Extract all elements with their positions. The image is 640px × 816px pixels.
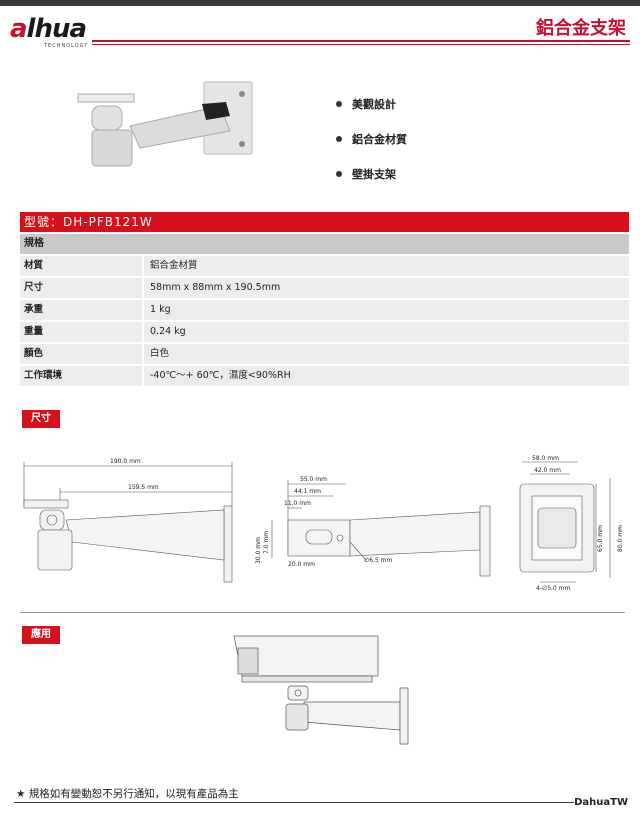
application-tag: 應用 [22, 626, 60, 644]
bullet-icon [336, 170, 342, 177]
dim-label: 44.1 mm [294, 488, 321, 495]
dim-label: 55.0 mm [300, 476, 327, 483]
spec-key: 工作環境 [20, 366, 144, 386]
top-bar [0, 0, 640, 6]
header-rule [92, 40, 630, 42]
dim-label: 159.5 mm [128, 484, 159, 491]
section-divider [20, 612, 625, 613]
dim-label: 4-∅5.0 mm [536, 585, 571, 592]
spec-value: 0.24 kg [150, 326, 186, 337]
dim-label: 65.0 mm [597, 525, 604, 552]
dim-label: 11.0 mm [284, 500, 311, 507]
spec-row: 材質鋁合金材質 [20, 256, 629, 276]
dim-label: ∅6.5 mm [364, 557, 393, 564]
dim-label: 42.0 mm [534, 467, 561, 474]
page-title: 鋁合金支架 [536, 18, 626, 39]
spec-row: 尺寸 58mm x 88mm x 190.5mm [20, 278, 629, 298]
model-bar: 型號：DH-PFB121W [20, 212, 629, 232]
footer-rule [14, 802, 574, 803]
dimension-drawings: 190.0 mm 159.5 mm 55.0 mm 44.1 mm 11.0 m… [23, 455, 624, 592]
logo-tagline: TECHNOLOGY [44, 43, 89, 49]
spec-key: 重量 [20, 322, 144, 342]
spec-table: 材質鋁合金材質 尺寸 58mm x 88mm x 190.5mm 承重 1 kg 重… [20, 256, 629, 388]
spec-row: 重量 0.24 kg [20, 322, 629, 342]
logo-wordmark: alhua [10, 14, 87, 44]
footer-brand: DahuaTW [574, 797, 628, 808]
spec-heading: 規格 [20, 234, 629, 254]
bullet-icon [336, 100, 342, 107]
bullet-icon [336, 135, 342, 142]
product-photo [77, 81, 253, 167]
spec-key: 尺寸 [20, 278, 144, 298]
dim-label: 80.0 mm [617, 525, 624, 552]
dim-label: 30.0 mm [255, 537, 262, 564]
spec-key: 材質 [20, 256, 144, 276]
dim-label: 58.0 mm [532, 455, 559, 462]
feature-list: 美觀設計 鋁合金材質 壁掛支架 [336, 86, 407, 191]
spec-row: 工作環境 -40℃～+ 60℃，濕度<90%RH [20, 366, 629, 386]
dim-label: 190.0 mm [110, 458, 141, 465]
feature-item: 美觀設計 [336, 86, 407, 121]
feature-item: 鋁合金材質 [336, 121, 407, 156]
feature-item: 壁掛支架 [336, 156, 407, 191]
spec-row: 承重 1 kg [20, 300, 629, 320]
footer-note: ★ 規格如有變動恕不另行通知，以現有產品為主 [16, 788, 239, 800]
spec-value: -40℃～+ 60℃，濕度<90%RH [150, 370, 291, 381]
spec-value: 58mm x 88mm x 190.5mm [150, 282, 281, 293]
header-rule-thin [92, 44, 630, 45]
brand-logo: alhua TECHNOLOGY [10, 14, 130, 49]
spec-key: 承重 [20, 300, 144, 320]
spec-value: 白色 [150, 348, 170, 359]
application-drawing [233, 635, 409, 745]
dim-label: 7.0 mm [263, 531, 270, 554]
dim-label: 20.0 mm [288, 561, 315, 568]
spec-key: 顏色 [20, 344, 144, 364]
dimensions-tag: 尺寸 [22, 410, 60, 428]
spec-row: 顏色白色 [20, 344, 629, 364]
spec-value: 1 kg [150, 304, 171, 315]
spec-value: 鋁合金材質 [150, 260, 198, 271]
